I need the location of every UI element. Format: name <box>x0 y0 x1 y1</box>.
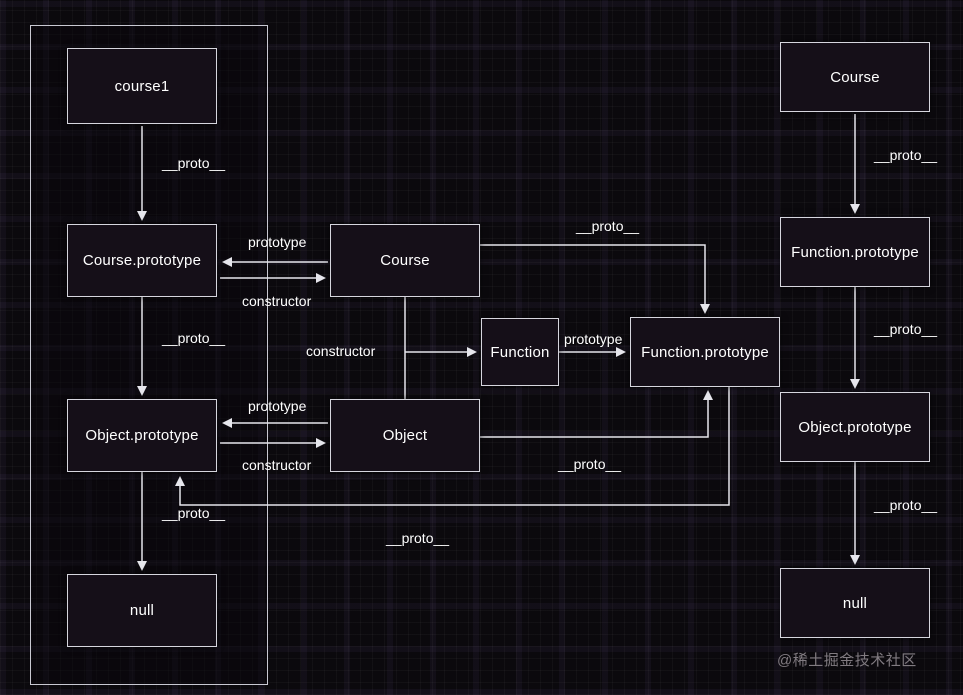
edge-label-proto-function-prototype-mid: __proto__ <box>386 530 450 546</box>
edge-label-proto-object-prototype-left: __proto__ <box>162 505 226 521</box>
node-null-left: null <box>67 574 217 647</box>
edge-label-prototype-object: prototype <box>248 398 307 414</box>
node-function-prototype-right: Function.prototype <box>780 217 930 287</box>
edge-label-constructor-object: constructor <box>242 457 312 473</box>
edge-label-proto-course-right: __proto__ <box>874 147 938 163</box>
watermark: @稀土掘金技术社区 <box>777 652 917 669</box>
edge-label-proto-course-prototype-left: __proto__ <box>162 330 226 346</box>
node-course-mid: Course <box>330 224 480 297</box>
edge-object-proto-to-function-prototype <box>480 390 713 438</box>
edge-label-prototype-function: prototype <box>564 331 623 347</box>
edge-label-constructor-course: constructor <box>242 293 312 309</box>
edge-course-proto-to-function-prototype <box>480 244 710 314</box>
node-function: Function <box>481 318 559 386</box>
node-object-prototype-right: Object.prototype <box>780 392 930 462</box>
edge-label-proto-object-mid: __proto__ <box>558 456 622 472</box>
node-null-right: null <box>780 568 930 638</box>
edge-label-constructor-function: constructor <box>306 343 376 359</box>
node-course1: course1 <box>67 48 217 124</box>
edge-label-proto-course-mid: __proto__ <box>576 218 640 234</box>
node-course-right: Course <box>780 42 930 112</box>
edge-label-proto-function-prototype-right: __proto__ <box>874 321 938 337</box>
edge-label-prototype-course: prototype <box>248 234 307 250</box>
node-function-prototype-mid: Function.prototype <box>630 317 780 387</box>
node-course-prototype-left: Course.prototype <box>67 224 217 297</box>
node-object-mid: Object <box>330 399 480 472</box>
edge-label-proto-object-prototype-right: __proto__ <box>874 497 938 513</box>
edge-label-proto-course1: __proto__ <box>162 155 226 171</box>
node-object-prototype-left: Object.prototype <box>67 399 217 472</box>
